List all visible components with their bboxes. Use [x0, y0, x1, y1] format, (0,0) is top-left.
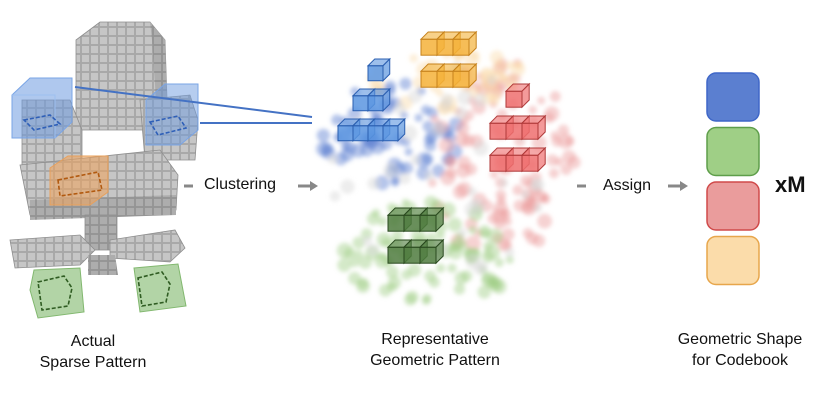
codebook-stack [706, 72, 760, 286]
chair-green-highlight-left [29, 267, 85, 319]
middle-caption-line1: Representative [381, 331, 489, 348]
assign-label: Assign [603, 177, 652, 194]
codebook-orange-shape [706, 235, 760, 286]
assign-arrow [577, 181, 688, 191]
middle-caption-line2: Geometric Pattern [370, 352, 500, 369]
blue-cube-cluster [336, 57, 406, 142]
multiplier-label: xM [775, 172, 806, 197]
orange-cube-cluster [419, 30, 478, 89]
codebook-red-shape [706, 181, 760, 231]
chair-green-highlight-right [133, 263, 187, 313]
green-cube-cluster [386, 206, 445, 265]
right-caption-line2: for Codebook [691, 352, 789, 369]
codebook-green-shape [706, 126, 760, 177]
connector-line-top [74, 86, 313, 118]
left-caption-line1: Actual [70, 333, 116, 350]
red-cube-cluster [488, 82, 547, 173]
clustering-arrow [184, 181, 318, 191]
right-caption-line1: Geometric Shape [677, 331, 803, 348]
clustering-label: Clustering [204, 176, 277, 193]
chair-orange-highlight [49, 155, 109, 206]
chair-blue-highlight-left [11, 77, 73, 139]
voxel-chair [9, 21, 199, 319]
codebook-blue-shape [706, 72, 760, 122]
left-caption-line2: Sparse Pattern [39, 354, 147, 371]
chair-blue-highlight-right [145, 83, 199, 146]
